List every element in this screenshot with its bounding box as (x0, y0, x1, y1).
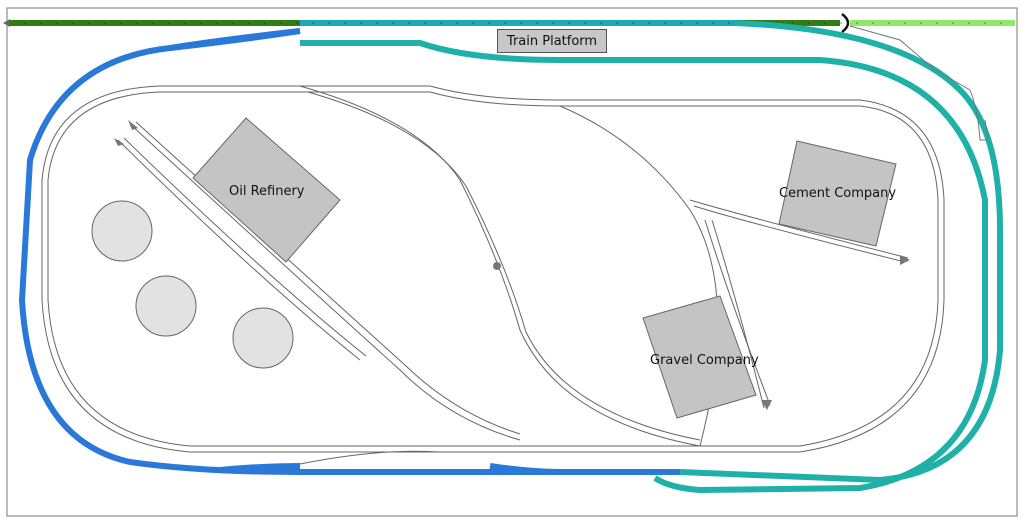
train-platform-label: Train Platform (506, 33, 598, 49)
end-bumper (841, 13, 850, 33)
crossing-marker (493, 262, 501, 270)
cement-company-building (778, 140, 897, 247)
storage-tank-1 (91, 200, 153, 262)
storage-tank-3 (232, 307, 294, 369)
gravel-company-label: Gravel Company (650, 353, 759, 368)
board-outline (6, 7, 1018, 517)
cement-siding-arrow (900, 255, 910, 265)
spur-outline (849, 25, 989, 141)
refinery-siding-arrow-2 (114, 138, 124, 146)
inner-loop[interactable] (41, 85, 945, 465)
gravel-company-building (642, 295, 757, 419)
outer-loop[interactable] (18, 20, 1003, 494)
left-end-arrow (3, 19, 10, 27)
storage-tank-2 (135, 275, 197, 337)
train-platform: Train Platform (497, 29, 607, 53)
gravel-siding-arrow (761, 400, 772, 410)
cement-company-label: Cement Company (779, 186, 897, 201)
oil-refinery-label: Oil Refinery (229, 184, 305, 199)
oil-refinery-building (192, 117, 341, 263)
refinery-siding-arrow-1 (128, 120, 138, 130)
